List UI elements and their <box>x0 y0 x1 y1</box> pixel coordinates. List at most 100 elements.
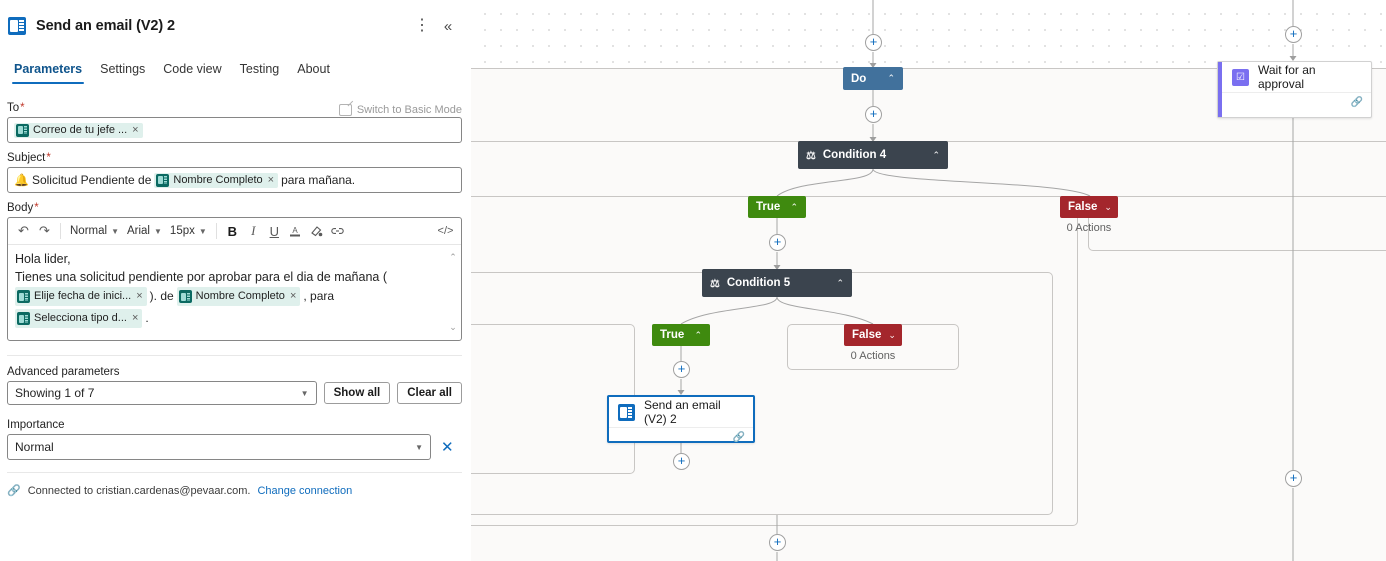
bold-icon[interactable]: B <box>227 223 237 239</box>
dynamic-content-icon <box>156 173 170 187</box>
node-true-label: True <box>756 201 781 213</box>
clear-importance-icon[interactable]: ✕ <box>441 439 454 456</box>
advanced-parameters-select[interactable]: Showing 1 of 7 ▼ <box>7 381 317 405</box>
token-remove-icon[interactable]: × <box>267 174 275 186</box>
add-action-button-cond4-true[interactable]: + <box>769 234 786 251</box>
undo-icon[interactable]: ↶ <box>18 223 29 238</box>
collapse-panel-icon[interactable]: « <box>443 17 453 35</box>
footer-divider <box>7 472 462 473</box>
to-label-text: To <box>7 102 20 114</box>
send-email-card-footer: 🔗 <box>609 427 753 447</box>
flow-canvas[interactable]: Do ⌃ ⚖ Condition 4 ⌃ True ⌃ False ⌄ 0 Ac… <box>471 0 1386 561</box>
body-scrollbar[interactable]: ⌃ ⌄ <box>448 249 458 336</box>
outlook-icon <box>618 403 635 421</box>
token-elije-fecha[interactable]: Elije fecha de inici... × <box>15 287 147 306</box>
font-family-select[interactable]: Arial ▼ <box>123 225 166 237</box>
tab-settings[interactable]: Settings <box>100 62 146 76</box>
clear-all-button[interactable]: Clear all <box>397 382 462 404</box>
body-line-1: Hola lider, <box>15 252 71 266</box>
subject-prefix-text: Solicitud Pendiente de <box>31 173 152 187</box>
chevron-down-icon: ▼ <box>300 388 309 398</box>
token-label: Nombre Completo <box>195 290 285 302</box>
body-line-3: Elije fecha de inici... × ). de Nombre C… <box>15 287 445 328</box>
highlight-color-icon[interactable] <box>306 221 327 242</box>
importance-select[interactable]: Normal ▼ <box>7 434 431 460</box>
node-condition-5[interactable]: ⚖ Condition 5 ⌃ <box>702 269 852 297</box>
chevron-down-icon: ▼ <box>111 226 119 236</box>
show-all-button[interactable]: Show all <box>323 382 391 404</box>
tab-parameters[interactable]: Parameters <box>6 58 90 84</box>
token-remove-icon[interactable]: × <box>131 312 139 324</box>
italic-icon[interactable]: I <box>251 223 256 238</box>
importance-value: Normal <box>15 440 54 454</box>
tab-about[interactable]: About <box>297 62 330 76</box>
advanced-parameters-row: Showing 1 of 7 ▼ Show all Clear all <box>7 381 462 405</box>
send-email-card-header: Send an email (V2) 2 <box>609 397 753 427</box>
node-condition-5-true[interactable]: True ⌃ <box>652 324 710 346</box>
token-remove-icon[interactable]: × <box>289 290 297 302</box>
body-end-text: . <box>145 311 149 325</box>
scroll-up-icon[interactable]: ⌃ <box>449 252 457 262</box>
add-action-button-cond5-true[interactable]: + <box>673 361 690 378</box>
chevron-down-icon[interactable]: ⌄ <box>888 329 896 340</box>
underline-icon[interactable]: U <box>269 223 279 239</box>
approval-icon: ☑ <box>1232 68 1249 86</box>
dynamic-content-icon <box>17 312 30 325</box>
token-nombre-completo-subject[interactable]: Nombre Completo × <box>154 172 279 188</box>
chevron-up-icon[interactable]: ⌃ <box>790 201 798 212</box>
font-family-value: Arial <box>126 225 150 237</box>
field-importance: Importance Normal ▼ ✕ <box>7 419 462 460</box>
token-selecciona-tipo[interactable]: Selecciona tipo d... × <box>15 309 143 328</box>
advanced-parameters-value: Showing 1 of 7 <box>15 386 95 400</box>
tab-code-view[interactable]: Code view <box>163 62 222 76</box>
to-input[interactable]: Correo de tu jefe ... × <box>7 117 462 143</box>
chevron-up-icon[interactable]: ⌃ <box>694 329 702 340</box>
insert-link-icon[interactable] <box>327 221 348 242</box>
subject-label: Subject* <box>7 152 462 164</box>
scope-container-cond4-false <box>1088 196 1386 251</box>
font-color-icon[interactable]: A <box>285 221 306 242</box>
more-options-icon[interactable]: ⋮ <box>414 17 430 34</box>
node-condition-4-false[interactable]: False ⌄ <box>1060 196 1118 218</box>
add-action-button-after-send-email[interactable]: + <box>673 453 690 470</box>
body-required-marker: * <box>34 202 39 214</box>
chevron-down-icon: ▼ <box>198 226 207 236</box>
subject-input[interactable]: 🔔 Solicitud Pendiente de Nombre Completo… <box>7 167 462 193</box>
token-nombre-completo-body[interactable]: Nombre Completo × <box>176 287 301 306</box>
send-email-card-label: Send an email (V2) 2 <box>644 398 721 426</box>
body-rich-text-editor: ↶ ↷ Normal ▼ Arial ▼ 15px <box>7 217 462 341</box>
code-view-icon[interactable]: </> <box>437 225 454 237</box>
chevron-up-icon[interactable]: ⌃ <box>836 277 844 288</box>
cond5-false-actions-count: 0 Actions <box>850 350 896 362</box>
add-action-button-bottom-main[interactable]: + <box>769 534 786 551</box>
node-condition-4[interactable]: ⚖ Condition 4 ⌃ <box>798 141 948 169</box>
body-label: Body* <box>7 202 462 214</box>
node-condition-5-false[interactable]: False ⌄ <box>844 324 902 346</box>
node-false-label: False <box>852 329 882 341</box>
importance-row: Normal ▼ ✕ <box>7 434 462 460</box>
add-action-button-top-right[interactable]: + <box>1285 26 1302 43</box>
switch-to-basic-mode-button[interactable]: Switch to Basic Mode <box>338 103 462 116</box>
chevron-down-icon[interactable]: ⌄ <box>1104 201 1112 212</box>
node-wait-for-approval[interactable]: ☑ Wait for an approval 🔗 <box>1217 61 1372 118</box>
token-correo-jefe[interactable]: Correo de tu jefe ... × <box>14 122 143 138</box>
change-connection-link[interactable]: Change connection <box>257 484 353 497</box>
token-remove-icon[interactable]: × <box>136 290 143 302</box>
tab-testing[interactable]: Testing <box>239 62 280 76</box>
add-action-button-top-main[interactable]: + <box>865 34 882 51</box>
body-text-area[interactable]: Hola lider, Tienes una solicitud pendien… <box>8 245 461 340</box>
chevron-down-icon: ▼ <box>154 226 162 236</box>
add-action-button-after-do[interactable]: + <box>865 106 882 123</box>
scroll-down-icon[interactable]: ⌄ <box>449 322 457 332</box>
font-size-value: 15px <box>169 225 195 237</box>
node-condition-4-true[interactable]: True ⌃ <box>748 196 806 218</box>
chevron-up-icon[interactable]: ⌃ <box>932 149 940 160</box>
node-send-an-email[interactable]: Send an email (V2) 2 🔗 <box>607 395 755 443</box>
redo-icon[interactable]: ↷ <box>39 223 50 238</box>
add-action-button-bottom-right[interactable]: + <box>1285 470 1302 487</box>
node-do[interactable]: Do ⌃ <box>843 67 903 90</box>
paragraph-style-select[interactable]: Normal ▼ <box>66 225 123 237</box>
token-remove-icon[interactable]: × <box>132 124 139 136</box>
chevron-up-icon[interactable]: ⌃ <box>887 73 895 83</box>
font-size-select[interactable]: 15px ▼ <box>166 225 211 237</box>
